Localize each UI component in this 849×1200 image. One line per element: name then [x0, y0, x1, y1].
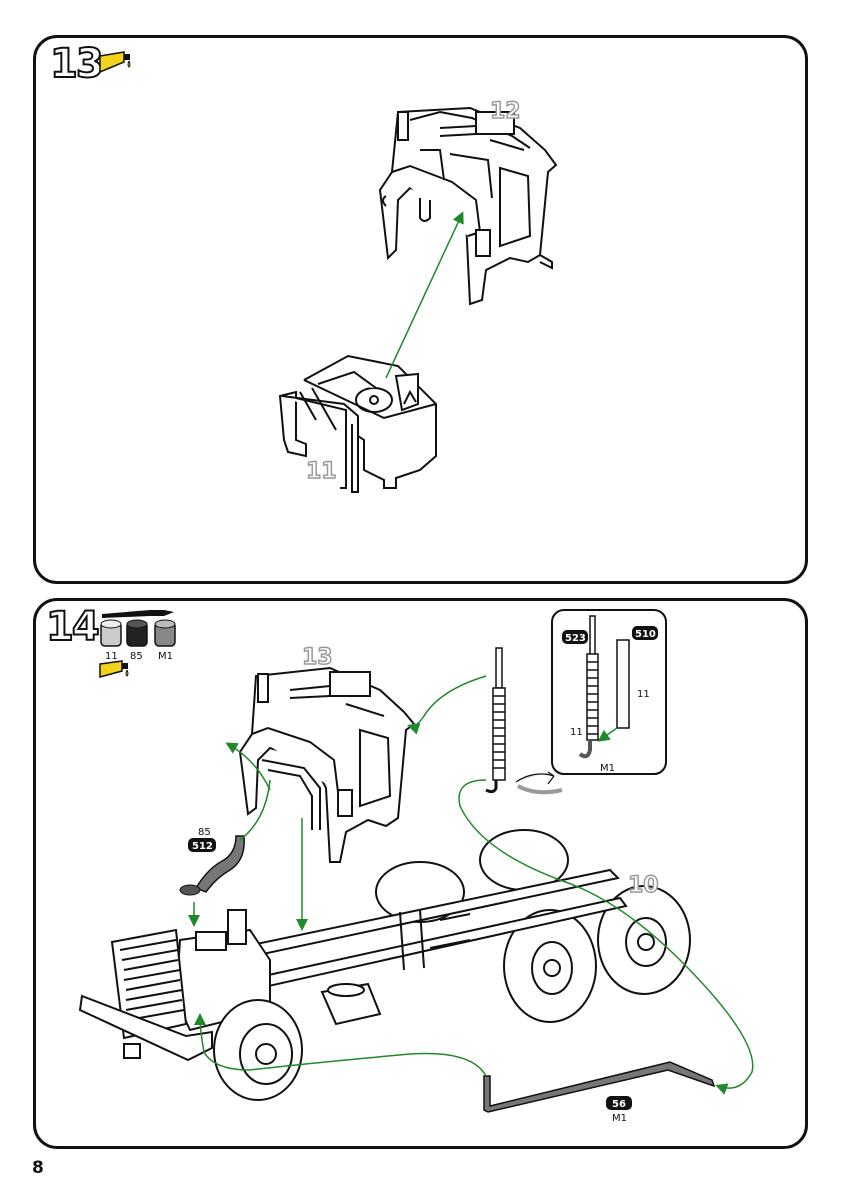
paint-pot-85 [126, 619, 148, 647]
rotate-arrow-icon [515, 771, 555, 785]
assembly-arrow [385, 211, 464, 379]
inset-arrow [597, 727, 618, 742]
badge-56-text: 56 [612, 1099, 626, 1110]
badge-56 [606, 1096, 632, 1110]
intake-paint-85: 85 [198, 827, 211, 838]
glue-tube-icon [99, 660, 129, 678]
cab-part [378, 106, 558, 306]
badge-512 [188, 838, 216, 852]
paintbrush-icon [102, 610, 174, 618]
part-label-12: 12 [490, 99, 521, 124]
page-number: 8 [32, 1158, 44, 1178]
bar-part [483, 1061, 716, 1113]
assembly-arrows [188, 675, 754, 1095]
step-13-number: 13 [49, 41, 105, 87]
heat-shield-paint-11: 11 [637, 689, 650, 700]
glue-tube-icon [99, 51, 131, 74]
badge-510-text: 510 [635, 629, 656, 640]
part-label-10: 10 [628, 873, 659, 898]
exhaust-paint-M1: M1 [600, 763, 615, 774]
step-14-number: 14 [45, 604, 101, 650]
paint-pot-11 [100, 619, 122, 647]
chassis-part [78, 829, 691, 1101]
exhaust-paint-11: 11 [570, 727, 583, 738]
exhaust-stack-part [485, 647, 506, 794]
paint-code-11: 11 [105, 651, 118, 662]
bar-paint-M1: M1 [612, 1113, 627, 1124]
badge-512-text: 512 [192, 841, 213, 852]
paint-code-M1: M1 [158, 651, 173, 662]
part-label-13: 13 [302, 645, 333, 670]
part-label-11: 11 [306, 459, 337, 484]
paint-code-85: 85 [130, 651, 143, 662]
badge-523-text: 523 [565, 633, 586, 644]
cab-assembly-part [238, 666, 416, 863]
paint-pot-M1 [154, 619, 176, 647]
badge-510 [632, 626, 658, 640]
detail-inset [551, 609, 667, 775]
interior-part [278, 354, 437, 493]
rotate-arrow-icon [517, 784, 563, 795]
inset-exhaust-part [578, 615, 630, 759]
badge-523 [562, 630, 588, 644]
